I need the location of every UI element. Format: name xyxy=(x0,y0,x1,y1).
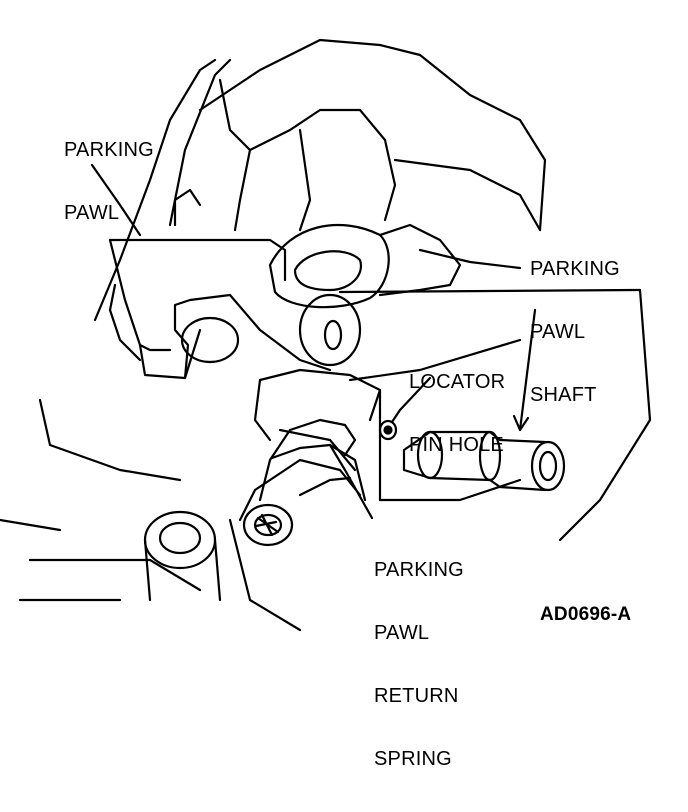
label-parking-pawl-shaft: PARKING PAWL SHAFT xyxy=(530,217,620,448)
parking-pawl-part xyxy=(108,238,362,380)
label-locator-pin-hole-line1: LOCATOR xyxy=(409,371,506,393)
label-return-spring: PARKING PAWL RETURN SPRING xyxy=(374,518,464,812)
label-parking-pawl-shaft-line3: SHAFT xyxy=(530,384,597,406)
hand-drawing xyxy=(93,38,547,362)
parking-pawl-illustration xyxy=(0,38,652,632)
label-return-spring-line2: PAWL xyxy=(374,622,430,644)
label-parking-pawl-line2: PAWL xyxy=(64,202,120,224)
valve-body xyxy=(143,368,382,602)
label-parking-pawl-shaft-line1: PARKING xyxy=(530,258,620,280)
label-return-spring-line1: PARKING xyxy=(374,559,464,581)
label-parking-pawl: PARKING PAWL xyxy=(64,98,154,266)
parking-pawl-shaft-part xyxy=(402,430,566,492)
label-locator-pin-hole-line2: PIN HOLE xyxy=(409,434,504,456)
label-return-spring-line4: SPRING xyxy=(374,748,452,770)
locator-pin-hole-drawing xyxy=(378,419,398,441)
label-locator-pin-hole: LOCATOR PIN HOLE xyxy=(409,330,505,498)
label-return-spring-line3: RETURN xyxy=(374,685,459,707)
transmission-case xyxy=(0,288,652,632)
label-parking-pawl-line1: PARKING xyxy=(64,139,154,161)
diagram-canvas: PARKING PAWL PARKING PAWL SHAFT LOCATOR … xyxy=(0,38,652,770)
label-parking-pawl-shaft-line2: PAWL xyxy=(530,321,586,343)
figure-code: AD0696-A xyxy=(540,604,632,625)
leader-lines xyxy=(90,163,537,520)
